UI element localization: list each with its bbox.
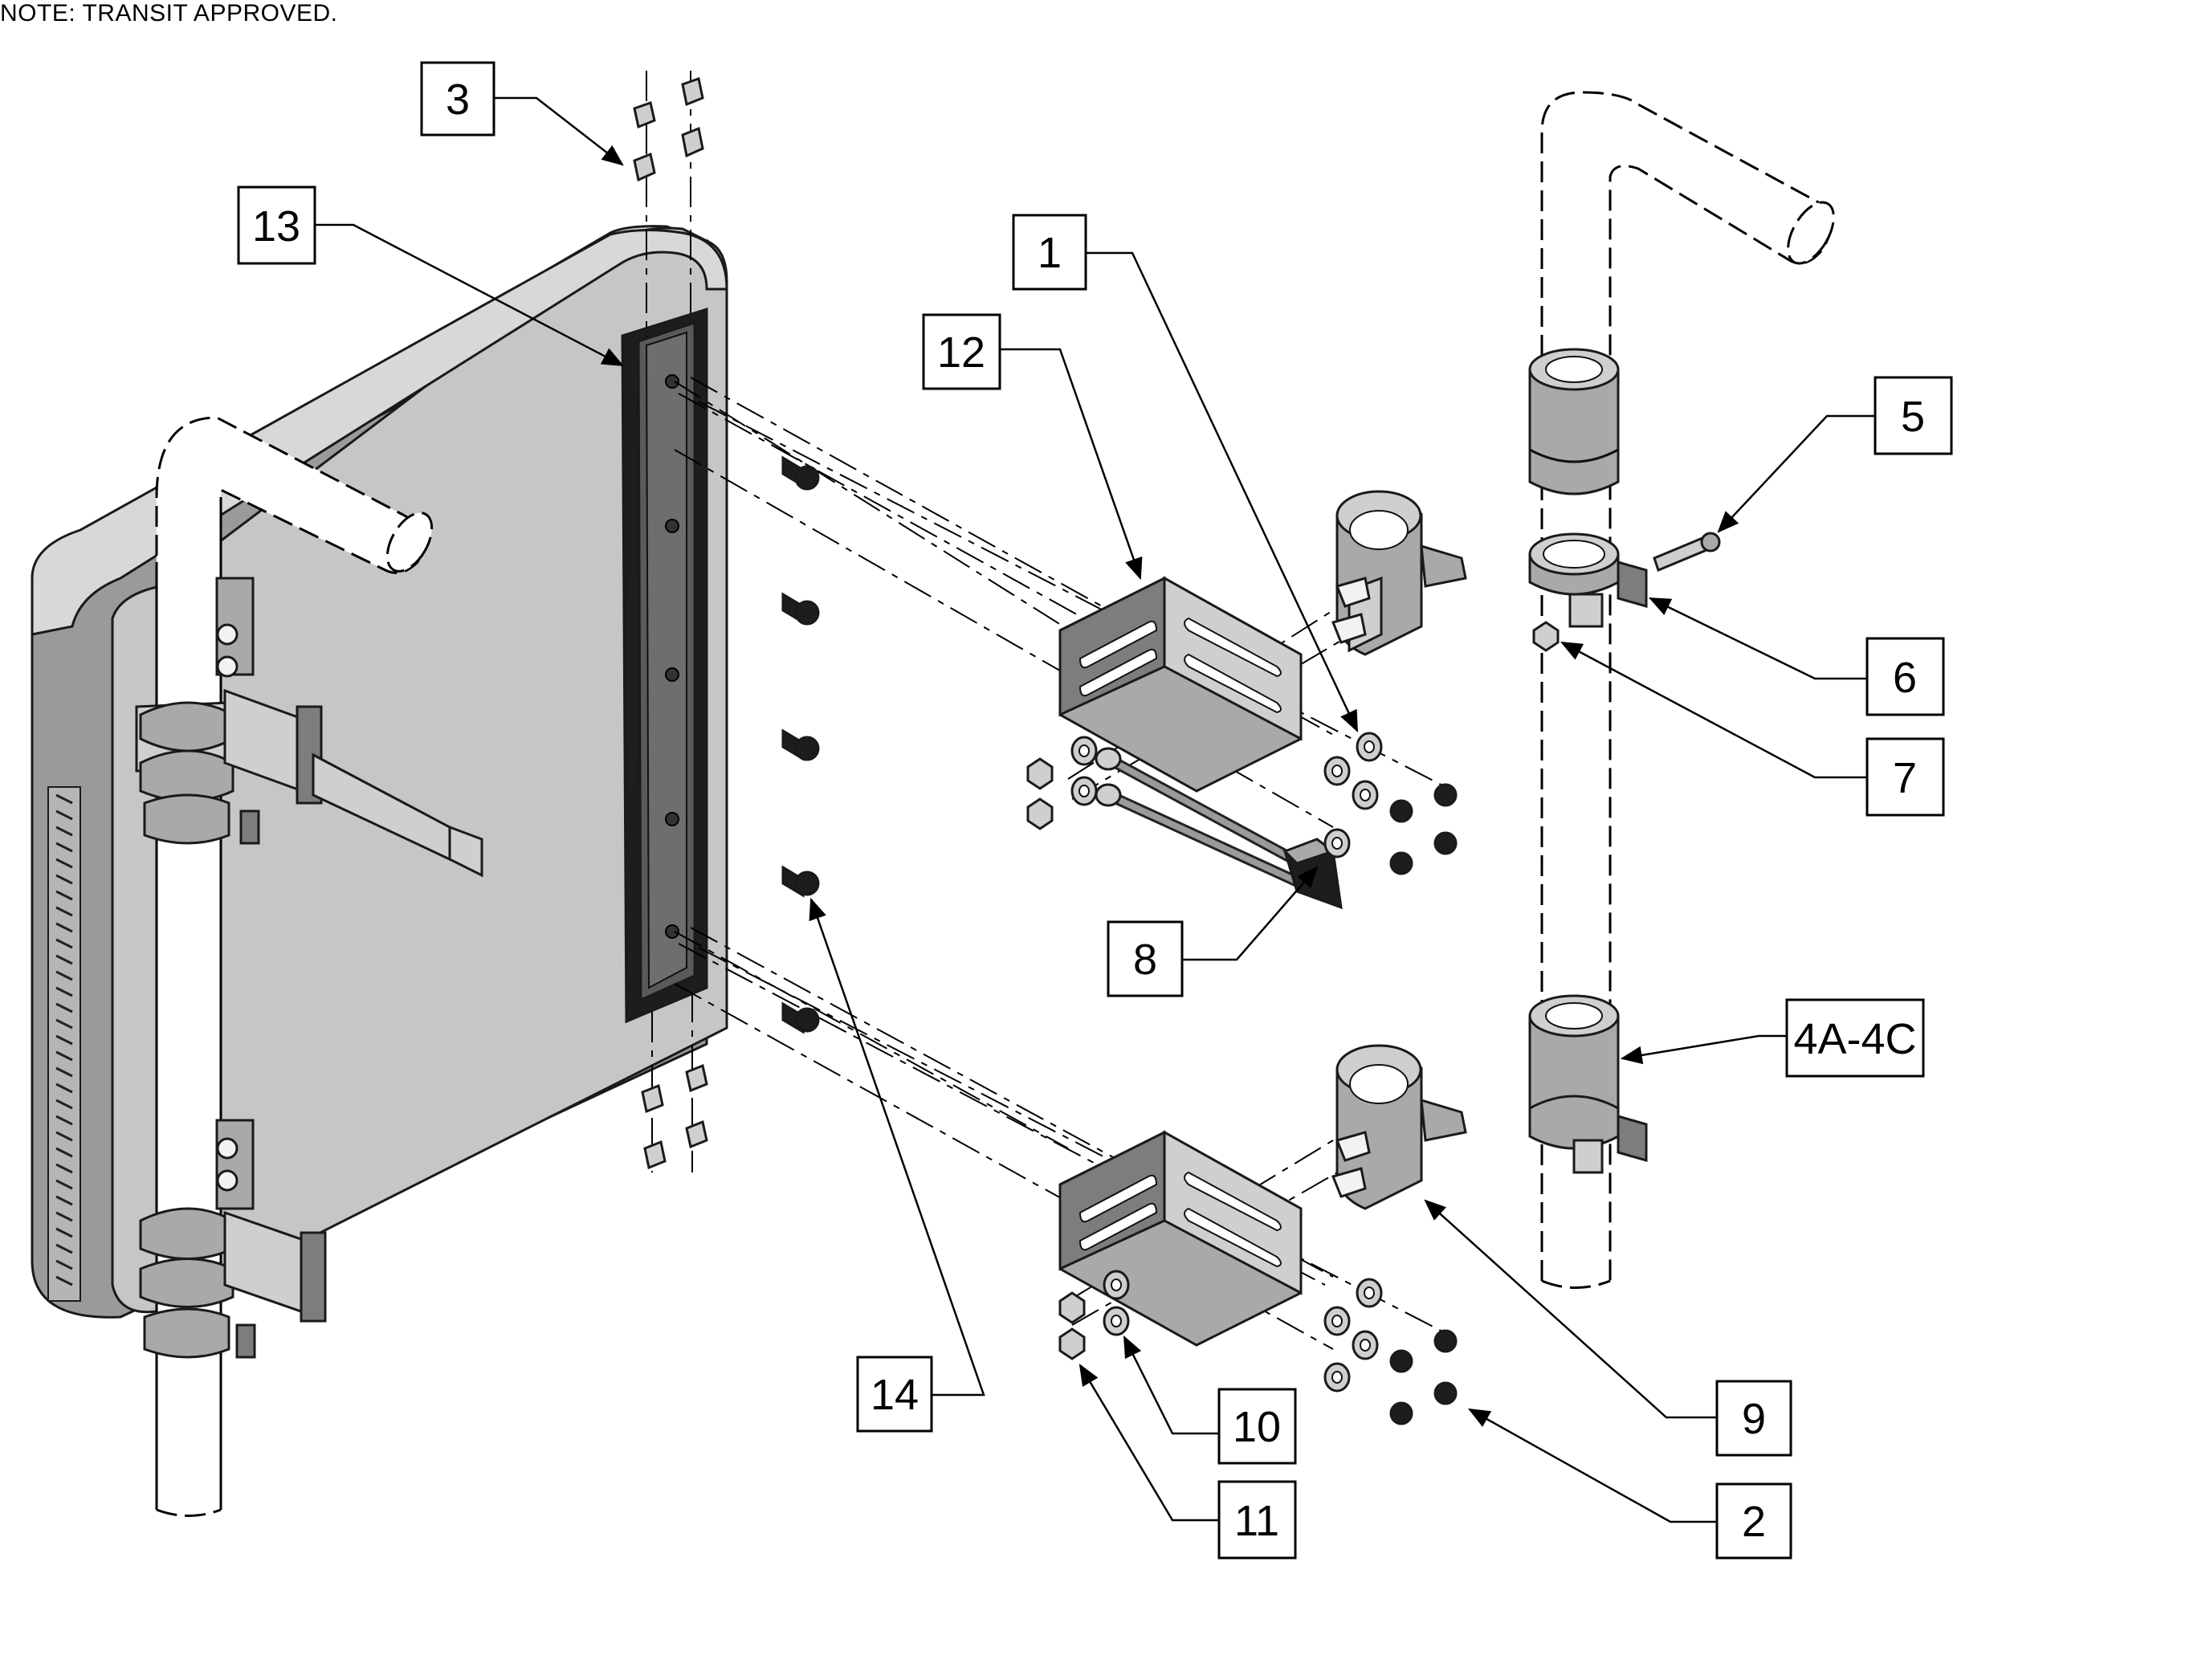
callout-7-label: 7 — [1893, 754, 1917, 802]
callout-1-label: 1 — [1038, 229, 1062, 277]
callout-9: 9 — [1424, 1199, 1792, 1457]
lower-hardware — [1058, 1270, 1458, 1425]
callout-7: 7 — [1560, 641, 1945, 817]
callout-9-label: 9 — [1742, 1395, 1766, 1443]
callout-4a-4c-label: 4A-4C — [1793, 1015, 1916, 1063]
right-upper-clamp — [1528, 348, 1721, 652]
callout-11: 11 — [1078, 1364, 1297, 1560]
right-pole-phantom — [1540, 91, 1835, 1289]
callout-5-label: 5 — [1901, 393, 1925, 441]
callout-10-label: 10 — [1233, 1403, 1281, 1451]
upper-bracket — [1058, 576, 1303, 793]
callout-8-label: 8 — [1133, 936, 1157, 984]
callout-2: 2 — [1468, 1408, 1792, 1560]
callout-12-label: 12 — [937, 328, 985, 377]
callout-4a-4c: 4A-4C — [1620, 998, 1925, 1078]
callout-11-label: 11 — [1234, 1497, 1279, 1545]
mounting-rail — [621, 307, 708, 1024]
callout-6: 6 — [1648, 597, 1945, 716]
callout-10: 10 — [1123, 1335, 1297, 1465]
callout-12: 12 — [922, 313, 1143, 581]
left-upper-clamp — [135, 577, 483, 878]
callout-13: 13 — [237, 186, 624, 367]
right-lower-clamp — [1528, 994, 1648, 1174]
upper-hardware — [1026, 732, 1458, 875]
callout-3-label: 3 — [446, 75, 470, 124]
t-nuts-bottom — [641, 1063, 708, 1170]
callout-5: 5 — [1717, 376, 1953, 533]
left-lower-clamp — [139, 1119, 327, 1359]
callout-13-label: 13 — [252, 202, 300, 251]
callout-8: 8 — [1107, 866, 1319, 997]
t-nuts-top — [633, 77, 704, 182]
lower-pole-clamp — [1331, 1044, 1467, 1210]
note-text: NOTE: TRANSIT APPROVED. — [0, 0, 338, 27]
callout-14-label: 14 — [871, 1371, 919, 1419]
upper-pole-clamp — [1331, 490, 1467, 656]
callout-6-label: 6 — [1893, 654, 1917, 702]
callout-2-label: 2 — [1742, 1498, 1766, 1546]
callout-14: 14 — [809, 897, 985, 1433]
callout-1: 1 — [1012, 214, 1359, 733]
lower-bracket — [1058, 1130, 1303, 1347]
rail-screws — [781, 455, 820, 1034]
callout-3: 3 — [420, 61, 624, 166]
